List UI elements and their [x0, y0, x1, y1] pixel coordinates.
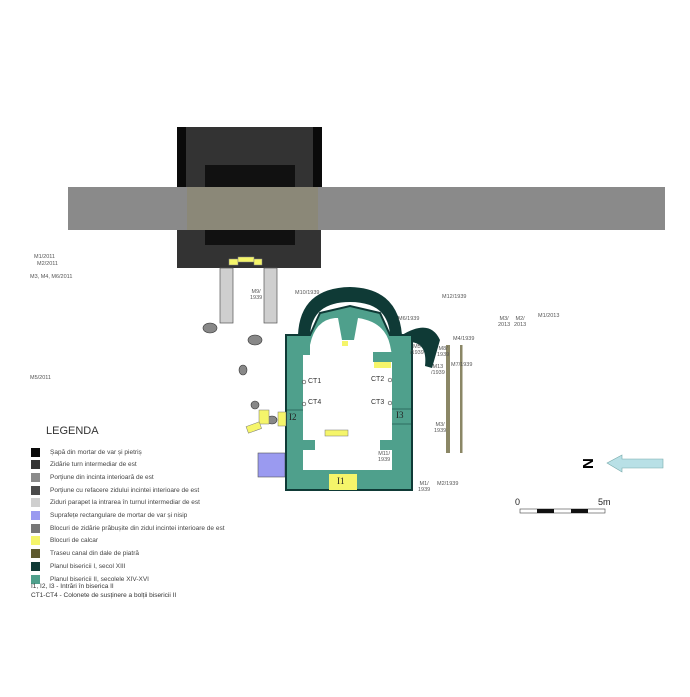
column-ct3: CT3: [371, 399, 385, 406]
stone-canal: [446, 345, 450, 453]
legend-item-label: Planul bisericii I, secol XIII: [50, 562, 126, 570]
legend-swatch: [31, 549, 40, 559]
legend-item: Ziduri parapet la intrarea în turnul int…: [31, 498, 200, 508]
label-m5-1939: M5 /1939: [410, 344, 424, 356]
scale-start-label: 0: [515, 497, 521, 507]
legend-item-label: Traseu canal din dale de piatră: [50, 550, 140, 558]
label-m11-1939: M11/ 1939: [378, 451, 391, 463]
legend-item-label: Porțiune din incinta interioară de est: [50, 473, 154, 481]
legend-swatch: [31, 485, 40, 495]
legend-item-label: Planul bisericii II, secolele XIV-XVI: [50, 575, 149, 583]
label-m10-1939: M10/1939: [295, 290, 320, 296]
limestone-block: [228, 258, 239, 266]
column-markers: [301, 377, 393, 407]
north-arrow-icon: [606, 454, 664, 473]
legend-item: Zidărie turn intermediar de est: [31, 460, 137, 470]
label-m6-1939: M6/1939: [398, 316, 420, 322]
label-m4-1939: M4/1939: [453, 336, 475, 342]
legend-item-label: Blocuri de zidărie prăbușite din zidul i…: [50, 524, 225, 532]
legend-item-label: Blocuri de calcar: [50, 537, 99, 545]
column-ct4: CT4: [308, 399, 322, 406]
legend-swatch: [31, 523, 40, 533]
label-m12-1939: M12/1939: [442, 294, 467, 300]
enclosure-wall-tower-section: [187, 187, 318, 230]
stone-canal: [460, 345, 463, 453]
north-label: N: [578, 458, 596, 469]
label-m2-2011: M2/2011: [37, 261, 58, 267]
tower-edge-left: [177, 127, 186, 202]
limestone-block: [374, 362, 391, 368]
legend-item: Blocuri de calcar: [31, 536, 98, 546]
legend-note-entrances: I1, I2, I3 - Intrări în biserica II: [31, 583, 114, 590]
legend-item: Planul bisericii I, secol XIII: [31, 561, 126, 571]
legend-swatch: [31, 498, 40, 508]
legend-note-columns: CT1-CT4 - Colonete de susținere a bolții…: [31, 592, 177, 599]
parapet-wall-right: [263, 267, 278, 324]
label-m1-2013: M1/2013: [538, 313, 560, 319]
church-2-niche: [373, 352, 392, 362]
scale-bar: [519, 508, 606, 514]
label-m3-1939: M3/ 1939: [434, 422, 447, 434]
legend-item: Porțiune cu refacere zidului incintei in…: [31, 485, 199, 495]
enclosure-wall: [68, 187, 665, 230]
limestone-block: [245, 421, 262, 434]
legend-swatch: [31, 460, 40, 470]
label-m3-2013: M3/ 2013: [498, 316, 511, 328]
legend-item: Blocuri de zidărie prăbușite din zidul i…: [31, 523, 225, 533]
church-1-apse: [298, 287, 402, 335]
limestone-block: [277, 411, 287, 427]
limestone-block: [253, 258, 263, 266]
mortar-surface: [257, 452, 286, 478]
legend-swatch: [31, 472, 40, 482]
limestone-block: [258, 409, 270, 425]
legend-item: Planul bisericii II, secolele XIV-XVI: [31, 574, 149, 584]
limestone-block: [342, 341, 348, 346]
scale-end-label: 5m: [598, 497, 611, 507]
label-m13-1939: M13 /1939: [431, 364, 445, 376]
parapet-wall-left: [219, 267, 234, 324]
label-m8-1939: M8/ 1939: [437, 346, 450, 358]
label-m2-2013: M2/ 2013: [514, 316, 527, 328]
entrance-i3: I3: [396, 410, 404, 420]
label-m3-m4-m6-2011: M3, M4, M6/2011: [30, 274, 73, 280]
limestone-block: [237, 256, 255, 263]
label-m1-2011: M1/2011: [34, 254, 55, 260]
collapsed-blocks: [202, 322, 278, 425]
label-m2-1939: M2/1939: [437, 481, 459, 487]
entrance-i1-block: [329, 474, 357, 490]
legend-item-label: Zidărie turn intermediar de est: [50, 461, 137, 469]
tower-edge-right: [313, 127, 322, 202]
label-m7-1939: M7/1939: [451, 362, 473, 368]
legend-swatch: [31, 511, 40, 520]
legend-item: Suprafețe rectangulare de mortar de var …: [31, 511, 187, 521]
legend-item-label: Suprafețe rectangulare de mortar de var …: [50, 512, 188, 519]
legend-swatch: [31, 574, 40, 584]
column-ct2: CT2: [371, 376, 385, 383]
legend-item: Porțiune din incinta interioară de est: [31, 472, 154, 482]
label-m5-2011: M5/2011: [30, 375, 51, 381]
legend-swatch: [31, 561, 40, 571]
entrance-i1: I1: [337, 476, 345, 486]
legend-title: LEGENDA: [46, 425, 99, 437]
legend-swatch: [31, 536, 40, 546]
entrance-i2: I2: [289, 412, 297, 422]
church-2-interior: [303, 318, 392, 470]
limestone-block: [324, 429, 349, 437]
legend-swatch: [31, 447, 40, 457]
legend-item: Traseu canal din dale de piatră: [31, 549, 139, 559]
column-ct1: CT1: [308, 378, 322, 385]
legend-item: Șapă din mortar de var și pietriș: [31, 447, 142, 457]
label-m1-1939: M1/ 1939: [418, 481, 431, 493]
label-m9-1939: M9/ 1939: [250, 289, 263, 301]
legend-item-label: Șapă din mortar de var și pietriș: [50, 448, 142, 456]
legend-item-label: Porțiune cu refacere zidului incintei in…: [50, 486, 200, 494]
legend-item-label: Ziduri parapet la intrarea în turnul int…: [50, 499, 200, 507]
